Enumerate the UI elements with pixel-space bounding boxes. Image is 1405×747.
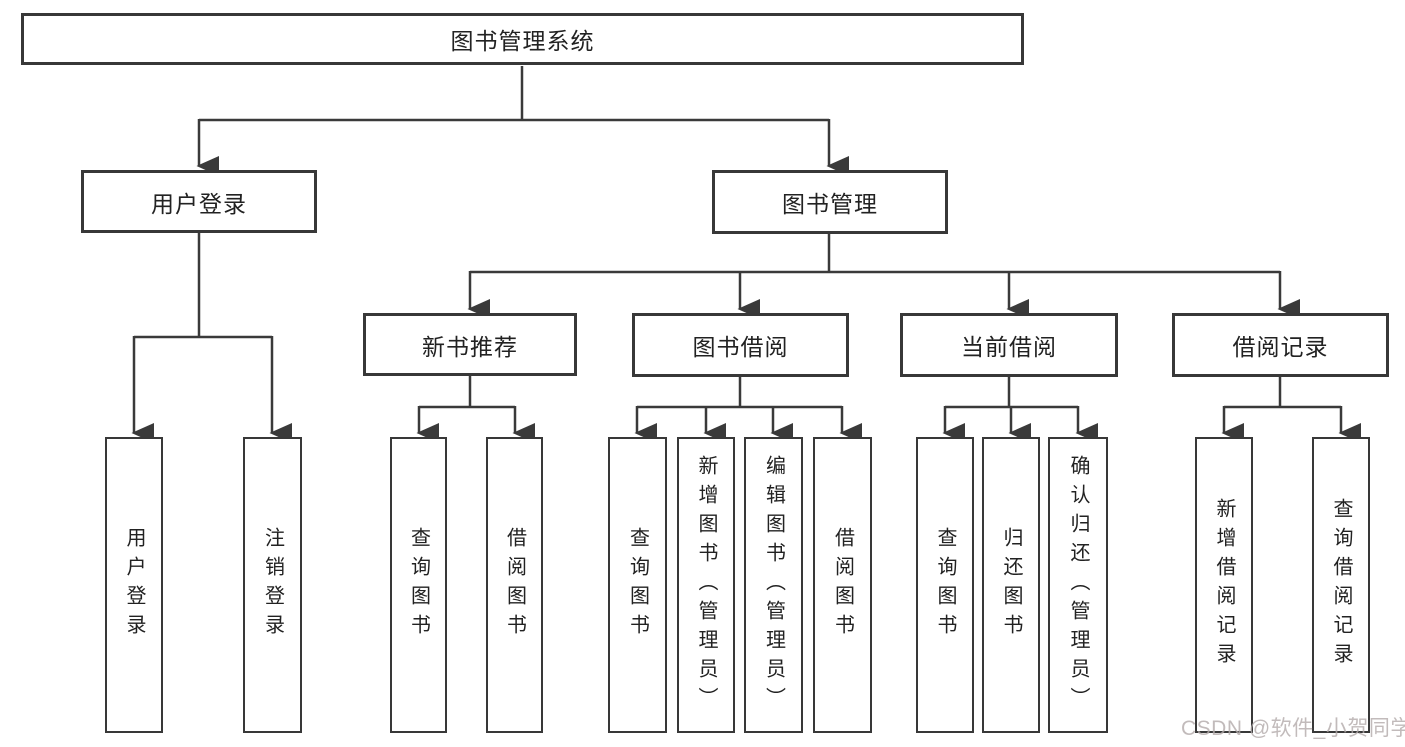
leaf-label: 注销登录 (261, 527, 284, 643)
leaf-label: 归还图书 (1000, 527, 1022, 643)
node-label: 用户登录 (151, 190, 247, 217)
watermark: CSDN @软件_小贺同学 (1181, 717, 1405, 740)
node-user-login: 用户登录 (81, 170, 317, 233)
leaf-label: 借阅图书 (831, 527, 854, 643)
leaf-add-borrow-record: 新增借阅记录 (1195, 437, 1253, 733)
leaf-edit-book-admin: 编辑图书（管理员） (744, 437, 803, 733)
node-current-borrow: 当前借阅 (900, 313, 1118, 377)
node-label: 图书管理 (782, 191, 878, 217)
node-label: 当前借阅 (961, 334, 1057, 360)
node-label: 借阅记录 (1232, 334, 1329, 360)
node-new-book-recommend: 新书推荐 (363, 313, 577, 376)
leaf-add-book-admin: 新增图书（管理员） (677, 437, 735, 733)
leaf-query-books-3: 查询图书 (916, 437, 974, 733)
leaf-return-books: 归还图书 (982, 437, 1040, 733)
node-book-borrow: 图书借阅 (632, 313, 849, 377)
leaf-label: 查询借阅记录 (1330, 498, 1352, 672)
node-label: 图书管理系统 (450, 28, 595, 54)
leaf-query-books-2: 查询图书 (608, 437, 667, 733)
leaf-query-books-1: 查询图书 (390, 437, 447, 733)
leaf-label: 借阅图书 (503, 527, 526, 643)
node-root-library-system: 图书管理系统 (21, 13, 1024, 65)
leaf-label: 确认归还（管理员） (1067, 454, 1089, 716)
leaf-label: 查询图书 (407, 527, 430, 643)
leaf-label: 用户登录 (123, 527, 145, 643)
leaf-borrow-books-1: 借阅图书 (486, 437, 543, 733)
leaf-logout: 注销登录 (243, 437, 302, 733)
leaf-borrow-books-2: 借阅图书 (813, 437, 872, 733)
leaf-user-login: 用户登录 (105, 437, 163, 733)
leaf-query-borrow-record: 查询借阅记录 (1312, 437, 1370, 733)
leaf-confirm-return-admin: 确认归还（管理员） (1048, 437, 1108, 733)
leaf-label: 新增图书（管理员） (695, 454, 717, 716)
node-borrow-records: 借阅记录 (1172, 313, 1389, 377)
node-book-management: 图书管理 (712, 170, 948, 234)
node-label: 新书推荐 (422, 333, 518, 360)
leaf-label: 查询图书 (934, 527, 956, 643)
node-label: 图书借阅 (692, 334, 789, 360)
leaf-label: 编辑图书（管理员） (762, 454, 785, 716)
leaf-label: 新增借阅记录 (1213, 498, 1235, 672)
leaf-label: 查询图书 (626, 527, 649, 643)
